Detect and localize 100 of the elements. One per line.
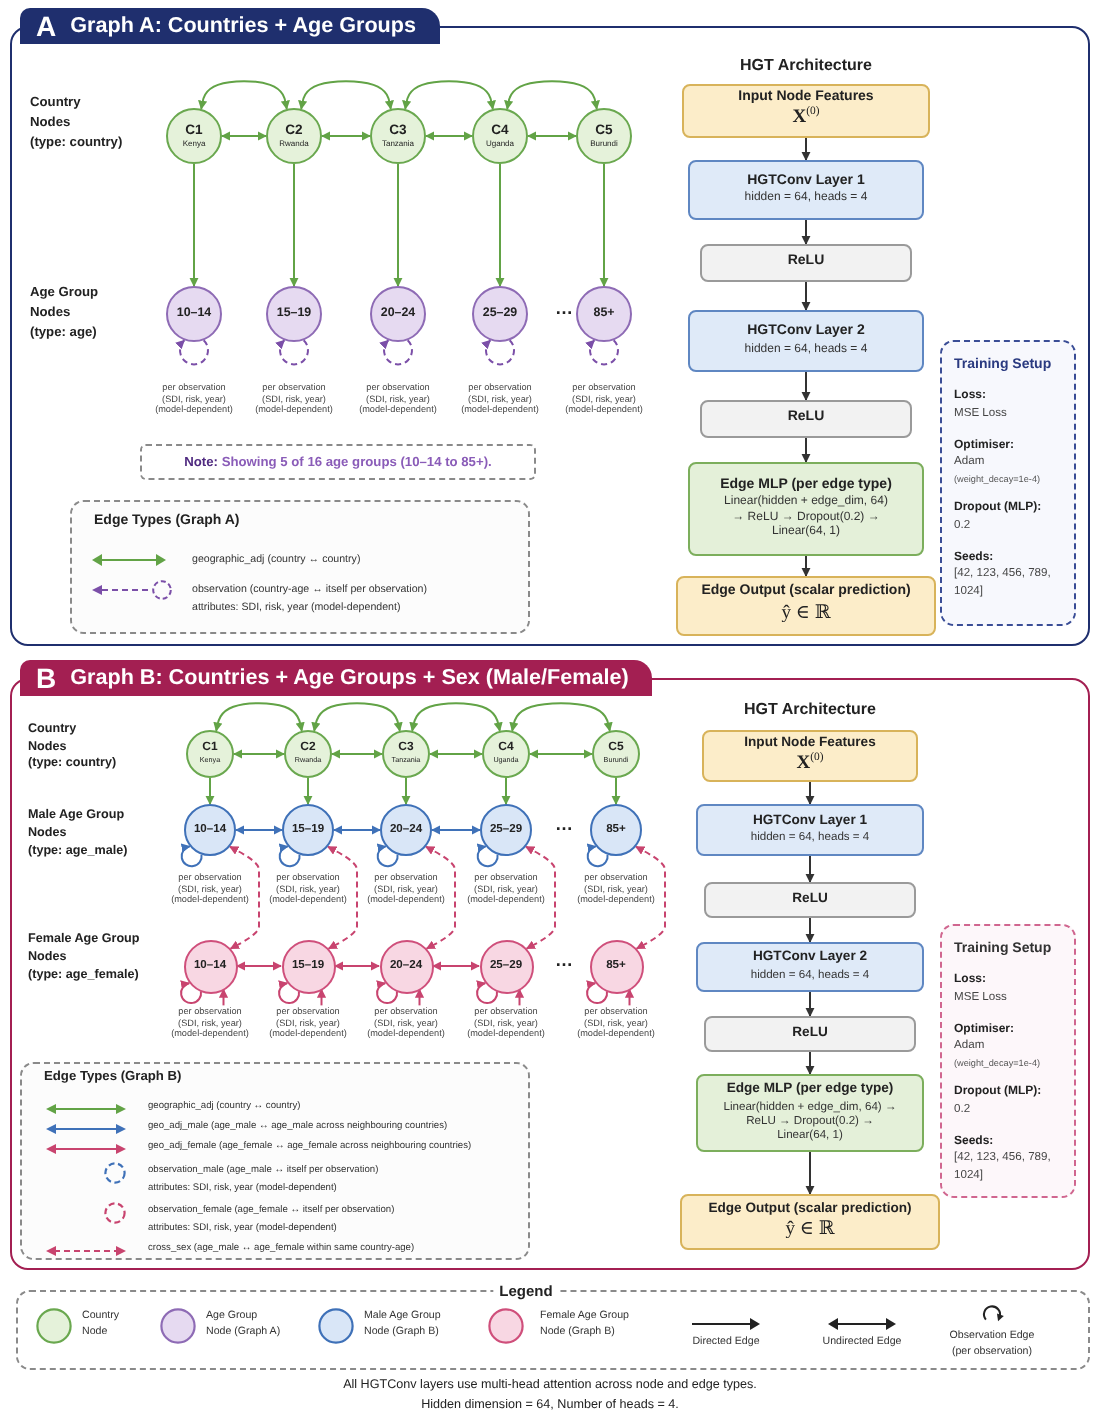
self-loop-arrow	[278, 980, 301, 1004]
math-formula: ŷ ∈ ℝ	[781, 603, 831, 628]
arrow	[801, 437, 811, 463]
arrow	[401, 777, 411, 805]
arrow	[611, 777, 621, 805]
graph-panel	[10, 660, 1090, 1270]
male-age-group-node	[184, 804, 236, 856]
double-arrow	[529, 749, 593, 759]
process-box	[688, 160, 924, 220]
country-node	[370, 108, 426, 164]
male-age-group-node	[282, 804, 334, 856]
self-loop-arrow	[180, 980, 203, 1004]
self-loop-arrow	[586, 843, 609, 868]
math-formula: ŷ ∈ ℝ	[785, 1219, 835, 1243]
country-node	[592, 730, 640, 778]
female-age-group-node	[183, 939, 237, 993]
arrow	[805, 781, 815, 805]
arrow	[801, 137, 811, 161]
section-heading: HGT Architecture	[744, 700, 876, 720]
male-age-group-node	[480, 804, 532, 856]
country-node	[576, 108, 632, 164]
process-box	[682, 84, 930, 138]
double-arrow	[331, 749, 383, 759]
age-group-node	[166, 286, 222, 342]
dashed-self-loop-arrow	[585, 339, 619, 366]
curved-double-arrow	[213, 702, 305, 732]
female-age-group-node	[479, 939, 533, 993]
curved-double-arrow	[311, 702, 403, 732]
country-node	[472, 108, 528, 164]
math-formula: X$^{(0)}$	[792, 108, 820, 133]
double-arrow	[429, 749, 483, 759]
training-setup-panel	[940, 924, 1076, 1198]
ellipsis: …	[555, 816, 573, 834]
arrow	[393, 163, 403, 287]
double-arrow	[321, 131, 371, 141]
age-group-node	[370, 286, 426, 342]
curved-double-arrow	[198, 80, 290, 110]
edge-types-panel	[20, 1062, 530, 1260]
panel-title: Graph B: Countries + Age Groups + Sex (Male/Female)	[70, 665, 629, 691]
arrow	[805, 917, 815, 943]
arrow	[805, 1151, 815, 1195]
dashed-double-arrow	[326, 845, 358, 950]
country-node	[382, 730, 430, 778]
country-node	[284, 730, 332, 778]
ellipsis: …	[555, 300, 573, 318]
self-loop-arrow	[180, 843, 203, 868]
process-box	[688, 462, 924, 556]
process-box	[702, 730, 918, 782]
dashed-double-arrow	[524, 845, 556, 950]
double-arrow	[432, 961, 480, 971]
dashed-self-loop-arrow	[275, 339, 309, 366]
age-group-node	[576, 286, 632, 342]
self-loop-arrow	[586, 980, 609, 1004]
country-node	[266, 108, 322, 164]
process-box	[704, 882, 916, 918]
process-box	[696, 804, 924, 856]
double-arrow	[431, 825, 481, 835]
arrow	[189, 163, 199, 287]
dashed-self-loop-arrow	[175, 339, 209, 366]
arrow	[303, 777, 313, 805]
country-node	[482, 730, 530, 778]
double-arrow	[527, 131, 577, 141]
process-box	[700, 400, 912, 438]
dashed-double-arrow	[424, 845, 456, 950]
process-box	[696, 1074, 924, 1152]
female-age-group-node	[281, 939, 335, 993]
arrow	[501, 777, 511, 805]
process-box	[704, 1016, 916, 1052]
process-box	[676, 576, 936, 636]
arrow	[801, 219, 811, 245]
double-arrow	[333, 825, 381, 835]
arrow	[805, 1051, 815, 1075]
math-formula: X$^{(0)}$	[796, 753, 824, 777]
arrow	[289, 163, 299, 287]
panel-letter: B	[36, 662, 57, 694]
curved-double-arrow	[298, 80, 394, 110]
dashed-double-arrow	[634, 845, 666, 950]
double-arrow	[221, 131, 267, 141]
ellipsis: …	[555, 952, 573, 970]
arrow	[514, 988, 525, 1007]
double-arrow	[233, 749, 285, 759]
double-arrow	[334, 961, 380, 971]
process-box	[696, 942, 924, 992]
arrow	[218, 988, 229, 1007]
training-setup-panel	[940, 340, 1076, 626]
arrow	[805, 855, 815, 883]
age-group-node	[266, 286, 322, 342]
arrow	[805, 991, 815, 1017]
note-box	[140, 444, 536, 480]
arrow	[316, 988, 327, 1007]
arrow	[624, 988, 635, 1007]
process-box	[688, 310, 924, 372]
arrow	[205, 777, 215, 805]
male-age-group-node	[380, 804, 432, 856]
dashed-self-loop-arrow	[379, 339, 413, 366]
arrow	[801, 281, 811, 311]
process-box	[700, 244, 912, 282]
process-box	[680, 1194, 940, 1250]
edge-types-panel	[70, 500, 530, 634]
self-loop-arrow	[476, 843, 499, 868]
